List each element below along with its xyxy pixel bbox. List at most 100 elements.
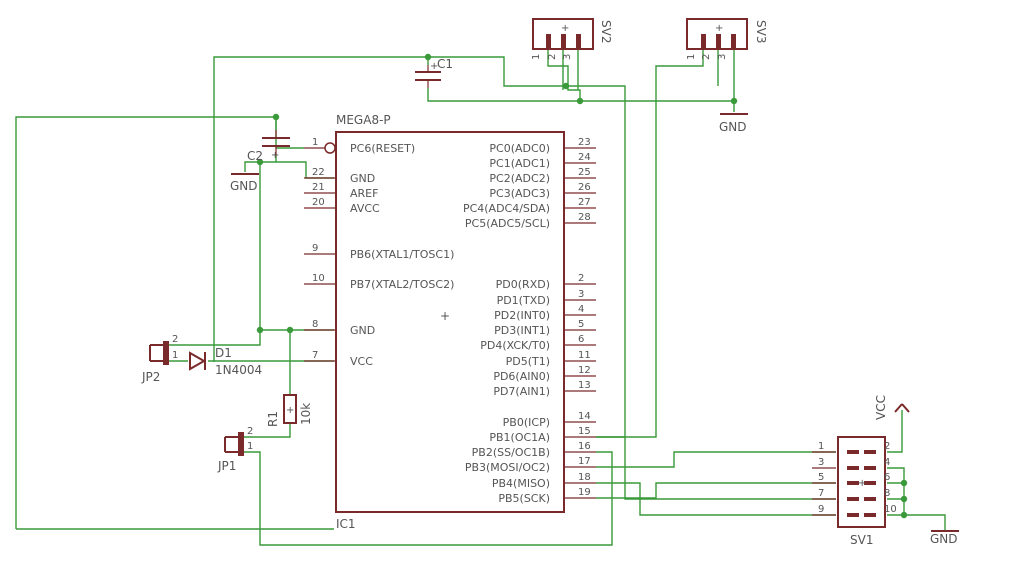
jumper-jp2[interactable]: 2 1 JP2 — [141, 334, 178, 384]
header-sv3[interactable]: + SV3 1 2 3 — [686, 18, 768, 60]
sv2-label: SV2 — [599, 20, 613, 43]
sv1-pin-right — [864, 497, 876, 501]
ic-pin-number: 5 — [578, 319, 584, 330]
header-sv2[interactable]: + SV2 1 2 3 — [531, 18, 613, 60]
ic-pin-number: 25 — [578, 167, 591, 178]
jp2-label: JP2 — [141, 370, 160, 384]
ic-pin-name: PC1(ADC1) — [489, 157, 550, 170]
ic-pin-name: GND — [350, 324, 375, 337]
ic-pin-name: PB5(SCK) — [498, 492, 550, 505]
ic-pin-name: PB0(ICP) — [503, 416, 550, 429]
ic-pin-number: 15 — [578, 426, 591, 437]
svg-text:+: + — [715, 23, 723, 34]
sv1-pin-number: 7 — [818, 488, 824, 499]
junction — [424, 53, 432, 61]
ic-pin-number: 20 — [312, 197, 325, 208]
ic-pin-name: PC4(ADC4/SDA) — [463, 202, 550, 215]
resistor-r1[interactable]: + R1 10k — [266, 394, 313, 427]
ic-pin-number: 6 — [578, 334, 584, 345]
ic-pin-number: 24 — [578, 152, 591, 163]
ic-pin-number: 28 — [578, 212, 591, 223]
sv1-pin-right — [864, 481, 876, 485]
ic-body — [335, 131, 565, 513]
svg-text:+: + — [430, 61, 438, 72]
ic-pin-name: VCC — [350, 355, 373, 368]
ic-pin-name: PD4(XCK/T0) — [480, 339, 550, 352]
sv1-pin-number: 4 — [884, 457, 890, 468]
ic-right-pins: 23PC0(ADC0)24PC1(ADC1)25PC2(ADC2)26PC3(A… — [463, 137, 596, 505]
svg-text:2: 2 — [547, 54, 558, 60]
vcc-label: VCC — [874, 395, 888, 420]
c1-label: C1 — [437, 57, 453, 71]
svg-text:1: 1 — [247, 441, 253, 452]
ic-pin-number: 12 — [578, 365, 591, 376]
ic-pin-name: PB4(MISO) — [492, 477, 550, 490]
junctions — [256, 53, 908, 519]
svg-text:1: 1 — [686, 54, 697, 60]
sv1-pin-left — [847, 450, 859, 454]
ic-pin-number: 2 — [578, 273, 584, 284]
ic-pin-name: PD6(AIN0) — [493, 370, 550, 383]
ic-pin-number: 23 — [578, 137, 591, 148]
ic-pin-name: PD0(RXD) — [496, 278, 550, 291]
ic-pin-number: 18 — [578, 472, 591, 483]
junction — [272, 113, 280, 121]
reset-inversion-circle — [324, 142, 336, 154]
ic-title: MEGA8-P — [336, 113, 391, 127]
ic-pin-number: 21 — [312, 182, 325, 193]
svg-text:2: 2 — [701, 54, 712, 60]
jp1-label: JP1 — [217, 459, 236, 473]
gnd-symbol-c2: GND — [230, 173, 259, 193]
capacitor-c1[interactable]: + C1 — [415, 57, 453, 88]
ic-pin-number: 9 — [312, 243, 318, 254]
svg-text:3: 3 — [562, 54, 573, 60]
sv1-pin-number: 5 — [818, 472, 824, 483]
ic-pin-name: PD7(AIN1) — [493, 385, 550, 398]
ic-pin-name: PC3(ADC3) — [489, 187, 550, 200]
ic-pin-number: 4 — [578, 304, 584, 315]
svg-text:1: 1 — [172, 350, 178, 361]
ic-pin-number: 10 — [312, 273, 325, 284]
svg-text:+: + — [561, 23, 569, 34]
ic-pin-name: PB6(XTAL1/TOSC1) — [350, 248, 454, 261]
ic-pin-number: 1 — [312, 137, 318, 148]
sv1-pin-left — [847, 466, 859, 470]
ic-pin-name: PD1(TXD) — [497, 294, 550, 307]
ic-pin-name: PB3(MOSI/OC2) — [465, 461, 550, 474]
ic-pin-number: 7 — [312, 350, 318, 361]
junction — [730, 97, 738, 105]
svg-text:GND: GND — [930, 532, 958, 546]
svg-text:2: 2 — [172, 334, 178, 345]
ic-pin-name: AVCC — [350, 202, 380, 215]
svg-text:+: + — [286, 405, 294, 416]
ic-pin-name: PB7(XTAL2/TOSC2) — [350, 278, 454, 291]
ic-pin-number: 27 — [578, 197, 591, 208]
gnd-symbol-bottom: GND — [930, 530, 959, 546]
ic-pin-name: PC0(ADC0) — [489, 142, 550, 155]
ic-pin-name: PB1(OC1A) — [489, 431, 550, 444]
ic-pin-number: 26 — [578, 182, 591, 193]
sv1-pin-number: 10 — [884, 504, 897, 515]
svg-text:GND: GND — [719, 120, 747, 134]
junction — [576, 97, 584, 105]
svg-text:+: + — [858, 478, 866, 489]
ic-pin-number: 3 — [578, 289, 584, 300]
junction — [256, 326, 264, 334]
ic-pin-number: 14 — [578, 411, 591, 422]
sv1-body — [837, 436, 886, 528]
jumper-jp1[interactable]: 2 1 JP1 — [217, 426, 253, 473]
ic-pin-number: 19 — [578, 487, 591, 498]
junction — [900, 479, 908, 487]
diode-d1[interactable]: D1 1N4004 — [189, 346, 262, 377]
c2-label: C2 — [247, 149, 263, 163]
junction — [900, 511, 908, 519]
sv1-pin-left — [847, 513, 859, 517]
vcc-symbol: VCC — [874, 395, 910, 420]
junction — [900, 495, 908, 503]
ic-pin-name: PD5(T1) — [506, 355, 550, 368]
r1-label: R1 — [266, 411, 280, 427]
capacitor-c2[interactable]: + C2 — [247, 130, 290, 163]
